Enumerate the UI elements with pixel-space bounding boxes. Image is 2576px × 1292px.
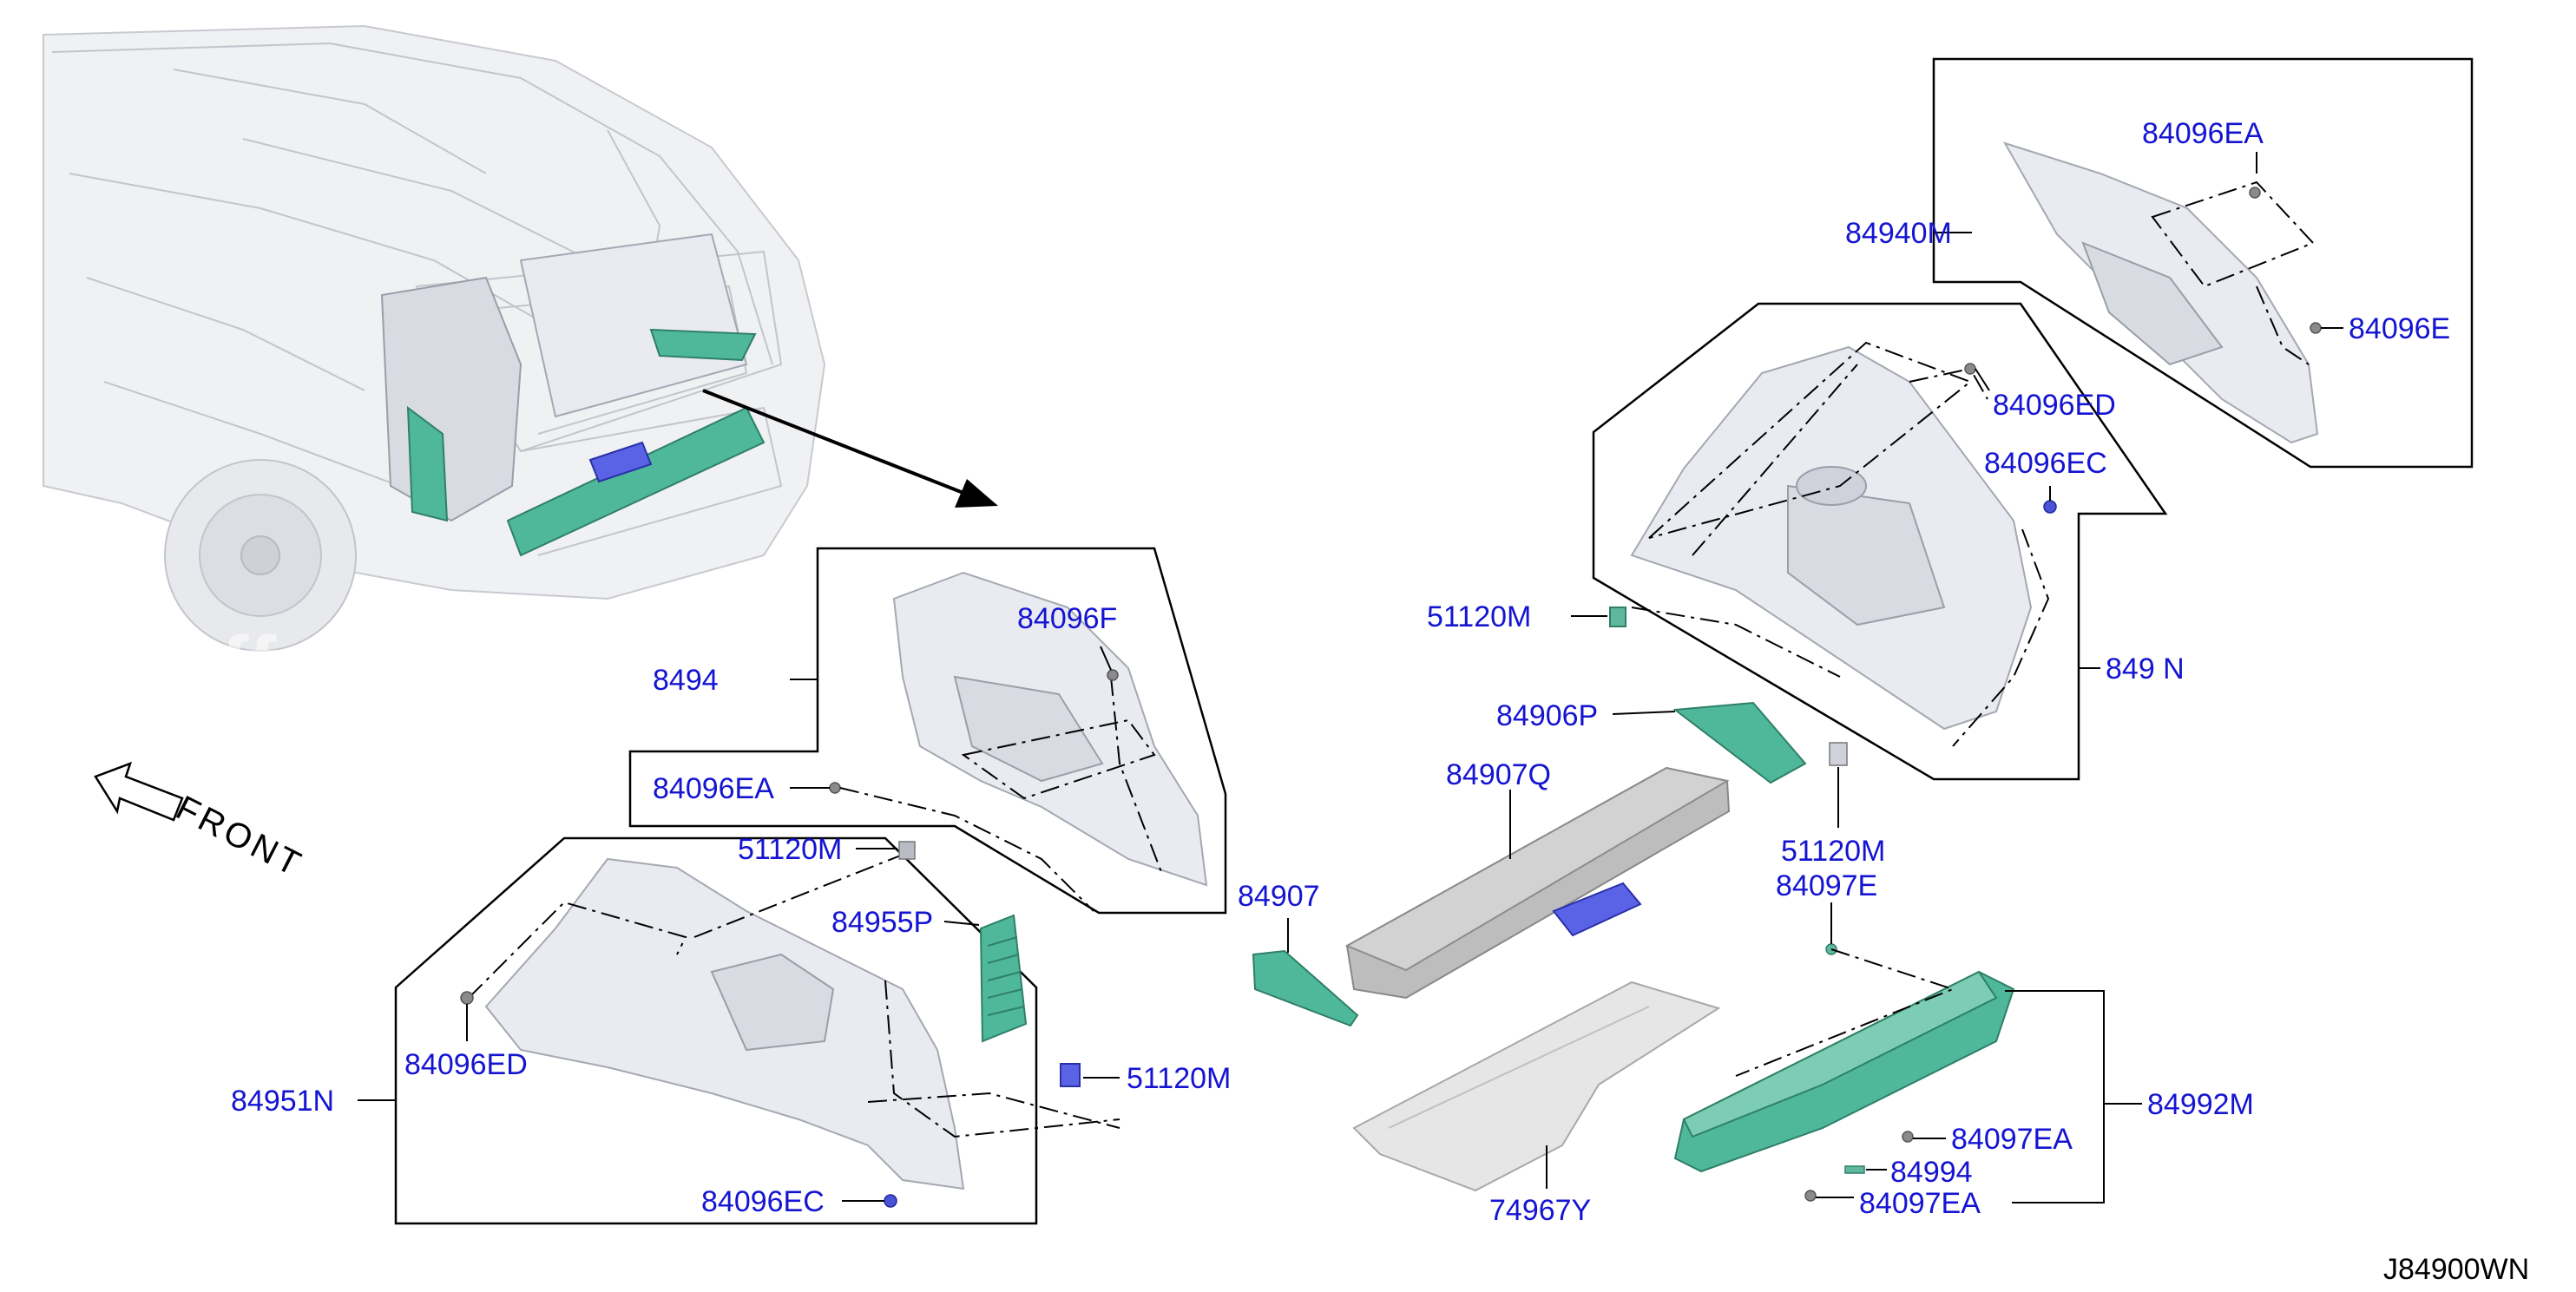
part-74967Y: [1352, 980, 1721, 1192]
clip-84096ED-right: [1964, 363, 1976, 375]
label-84906P: 84906P: [1496, 699, 1598, 732]
clip-51120M-loose-group: [1060, 1063, 1120, 1087]
group-8494M: [628, 547, 1227, 915]
part-84906P-group: [1612, 701, 1807, 784]
label-84096EC-right: 84096EC: [1984, 447, 2107, 480]
clip-84096F: [1107, 669, 1119, 681]
label-84907Q: 84907Q: [1446, 758, 1551, 791]
label-84955P: 84955P: [831, 906, 933, 939]
clip-51120M-loose: [1060, 1063, 1081, 1087]
part-84992M-group: [1673, 948, 2142, 1203]
label-84951N: 84951N: [231, 1085, 334, 1118]
label-84097EA-b: 84097EA: [1859, 1187, 1981, 1220]
part-84907: [1252, 949, 1359, 1027]
group-8491N: [1571, 302, 2168, 781]
group-84951N: [358, 836, 1120, 1225]
label-84096F: 84096F: [1017, 602, 1117, 635]
clip-84096EA-left: [829, 782, 841, 794]
clip-84994: [1844, 1165, 1865, 1174]
frame-84951N: [394, 836, 1038, 1225]
label-84096EA-left: 84096EA: [653, 772, 774, 805]
clip-84097EA-b: [1804, 1190, 1817, 1202]
label-84096EC-left: 84096EC: [701, 1185, 825, 1218]
front-indicator: FRONT: [94, 761, 310, 885]
clip-51120M-right: [1829, 742, 1848, 766]
clip-84097EA-a: [1902, 1131, 1914, 1143]
clip-51120M-left: [898, 841, 916, 860]
label-84940M: 84940M: [1845, 217, 1952, 250]
diagram-code: J84900WN: [2383, 1253, 2529, 1286]
board-handle-blue: [588, 441, 653, 483]
part-84906P: [1672, 701, 1807, 784]
label-8491N-right: 849 N: [2106, 653, 2185, 685]
clip-84096ED-left: [460, 991, 474, 1005]
label-8494M-left: 8494: [653, 664, 719, 697]
handle-84907Q: [1552, 882, 1642, 937]
label-84096EA-top: 84096EA: [2142, 117, 2264, 150]
clip-84096EC-left: [884, 1194, 897, 1208]
clip-84096E: [2310, 322, 2322, 334]
frame-84940M: [1932, 57, 2474, 469]
label-51120M-clip: 51120M: [1127, 1062, 1231, 1095]
clip-51120M-mid: [1609, 607, 1626, 627]
label-84097E: 84097E: [1776, 869, 1877, 902]
label-51120M-right: 51120M: [1781, 835, 1885, 868]
label-84097EA-a: 84097EA: [1951, 1123, 2073, 1156]
part-74967Y-group: [1352, 980, 1721, 1192]
label-84994: 84994: [1890, 1156, 1973, 1189]
label-84992M: 84992M: [2147, 1088, 2254, 1121]
frame-8491N: [1592, 302, 2168, 781]
label-51120M-left: 51120M: [738, 833, 842, 866]
clip-84096EA-top: [2249, 187, 2261, 199]
vehicle-overview-illustration: [43, 24, 826, 652]
label-84096E: 84096E: [2349, 312, 2450, 345]
side-grille-green: [406, 405, 449, 522]
group-84940M: [1932, 57, 2474, 469]
part-84951N: [484, 857, 965, 1190]
frame-8494M: [628, 547, 1227, 915]
sill-plate-green: [506, 406, 766, 557]
label-84907: 84907: [1238, 880, 1320, 913]
label-84096ED-left: 84096ED: [404, 1048, 528, 1081]
clip-84096EC-right: [2043, 500, 2057, 514]
part-84955P: [979, 914, 1028, 1043]
front-arrow-icon: [94, 761, 184, 822]
clip-51120M-right-group: [1825, 742, 1848, 955]
label-84096ED-right: 84096ED: [1993, 389, 2116, 422]
part-84907-group: [1252, 918, 1359, 1027]
label-51120M-mid: 51120M: [1427, 600, 1531, 633]
front-label: FRONT: [170, 789, 310, 885]
detail-arrow: [702, 389, 998, 508]
label-74967Y: 74967Y: [1489, 1194, 1591, 1227]
part-84907Q-group: [1344, 766, 1731, 1000]
